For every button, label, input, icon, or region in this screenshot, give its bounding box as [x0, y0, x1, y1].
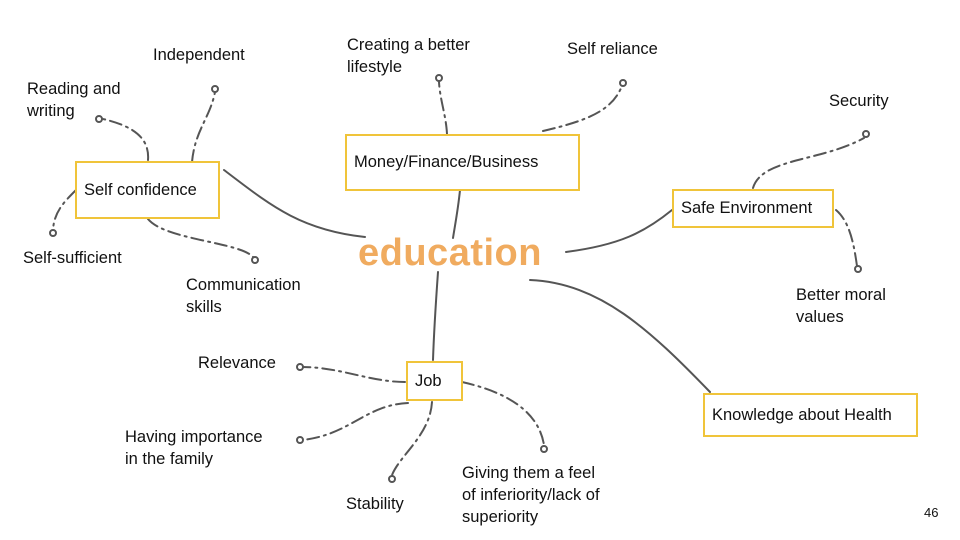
link-center-self-confidence: [223, 169, 366, 238]
branch-safe-environment[interactable]: Safe Environment: [672, 189, 834, 228]
leaf-communication-skills: Communication skills: [186, 276, 301, 316]
link-moral: [835, 209, 858, 267]
leaf-dot-reading: [95, 115, 103, 123]
link-security: [752, 137, 865, 189]
leaf-relevance: Relevance: [198, 354, 276, 372]
link-lifestyle: [438, 81, 448, 135]
leaf-dot-lifestyle: [435, 74, 443, 82]
branch-health[interactable]: Knowledge about Health: [703, 393, 918, 437]
leaf-dot-security: [862, 130, 870, 138]
link-center-health: [529, 279, 711, 393]
leaf-dot-inferiority: [540, 445, 548, 453]
link-importance: [301, 402, 409, 441]
link-center-safe-env: [565, 209, 673, 253]
leaf-better-lifestyle: Creating a better lifestyle: [347, 36, 470, 76]
leaf-security: Security: [829, 92, 889, 110]
center-topic: education: [358, 232, 542, 274]
leaf-dot-communication: [251, 256, 259, 264]
leaf-inferiority: Giving them a feel of inferiority/lack o…: [462, 464, 600, 526]
link-relevance: [301, 366, 406, 383]
link-self-sufficient: [52, 189, 77, 231]
leaf-dot-independent: [211, 85, 219, 93]
leaf-better-moral-values: Better moral values: [796, 286, 886, 326]
leaf-dot-self-sufficient: [49, 229, 57, 237]
leaf-dot-self-reliance: [619, 79, 627, 87]
link-inferiority: [461, 381, 545, 446]
leaf-importance-family: Having importance in the family: [125, 428, 263, 468]
leaf-self-sufficient: Self-sufficient: [23, 249, 122, 267]
branch-job[interactable]: Job: [406, 361, 463, 401]
link-stability: [391, 401, 433, 476]
branch-money[interactable]: Money/Finance/Business: [345, 134, 580, 191]
leaf-dot-relevance: [296, 363, 304, 371]
leaf-dot-importance: [296, 436, 304, 444]
page-number: 46: [924, 505, 939, 520]
leaf-dot-stability: [388, 475, 396, 483]
link-reading: [102, 118, 150, 161]
leaf-reading-writing: Reading and writing: [27, 80, 121, 120]
link-center-money: [452, 189, 461, 239]
link-independent: [191, 91, 216, 163]
leaf-self-reliance: Self reliance: [567, 40, 658, 58]
leaf-stability: Stability: [346, 495, 404, 513]
link-center-job: [432, 271, 439, 361]
link-communication: [147, 218, 254, 258]
leaf-independent: Independent: [153, 46, 245, 64]
leaf-dot-moral: [854, 265, 862, 273]
branch-self-confidence[interactable]: Self confidence: [75, 161, 220, 219]
link-self-reliance: [542, 85, 623, 132]
